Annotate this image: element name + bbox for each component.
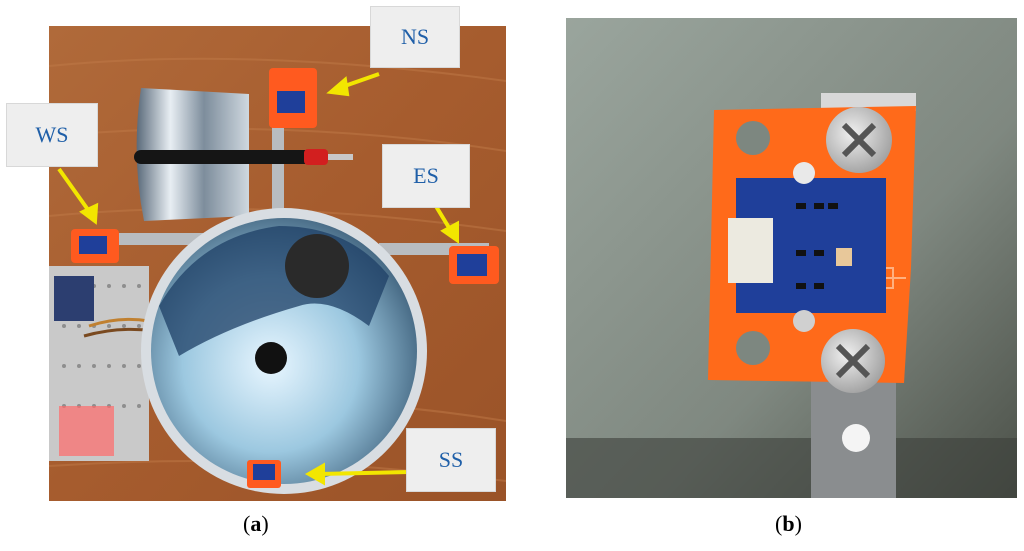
- photo-a-scene: [48, 26, 507, 501]
- led-module: [59, 406, 114, 456]
- caption-b: (b): [775, 511, 802, 536]
- sensor-ss: [247, 460, 281, 488]
- caption-a: (a): [243, 511, 269, 536]
- label-ns: NS: [370, 6, 460, 68]
- circuit-board: [54, 276, 94, 321]
- sensor-ws: [71, 229, 119, 263]
- label-arrows: [57, 72, 459, 486]
- light-sensor: [836, 248, 852, 266]
- label-es: ES: [382, 144, 470, 208]
- pen-light: [134, 150, 314, 164]
- photo-b: [566, 18, 1017, 498]
- caption-a-letter: a: [250, 511, 262, 536]
- photo-a: NS WS ES SS: [6, 6, 507, 501]
- connector: [728, 218, 773, 283]
- sensor-ns: [269, 68, 317, 128]
- photo-b-scene: [566, 18, 1017, 498]
- caption-b-letter: b: [782, 511, 795, 536]
- label-ss: SS: [406, 428, 496, 492]
- sensor-es: [449, 246, 499, 284]
- label-ws: WS: [6, 103, 98, 167]
